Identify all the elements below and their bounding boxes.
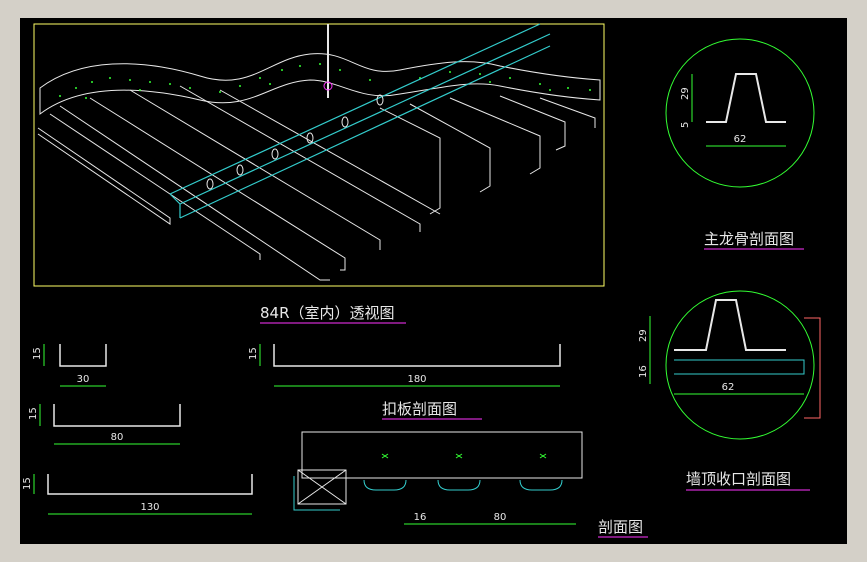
- dim-p80-h: 15: [28, 407, 39, 420]
- section-view: [293, 431, 583, 525]
- profile-180: [259, 344, 561, 387]
- dim-wall-h2: 16: [638, 365, 649, 378]
- main-keel: [169, 23, 551, 219]
- title-wall-edge: 墙顶收口剖面图: [686, 470, 791, 488]
- section-clip-panels: [363, 479, 563, 491]
- dim-p30-w: 30: [77, 374, 90, 385]
- section-hanger-box: [297, 469, 347, 505]
- insulation-layer: [39, 53, 601, 115]
- dim-p130-w: 130: [140, 502, 159, 513]
- dim-p80-w: 80: [111, 432, 124, 443]
- cad-drawing-canvas[interactable]: 84R（室内）透视图 29 5 62 主龙骨剖面图 29 16 62 墙顶收口剖…: [20, 18, 847, 544]
- profile-30: [43, 344, 107, 387]
- dim-p130-h: 15: [22, 477, 33, 490]
- profile-80: [39, 404, 181, 445]
- wall-edge-section: [649, 290, 821, 440]
- dim-sec-w: 80: [494, 512, 507, 523]
- insulation-dots: [59, 63, 591, 99]
- wall-edge-circle: [665, 290, 815, 440]
- main-keel-profile: [706, 73, 786, 123]
- dim-p180-h: 15: [248, 347, 259, 360]
- keel-slots: [206, 94, 384, 190]
- wall-keel-profile: [674, 299, 786, 351]
- dim-keel-flange: 5: [680, 122, 691, 128]
- perspective-view: [33, 23, 605, 287]
- main-keel-section: [665, 38, 815, 188]
- title-section: 剖面图: [598, 518, 643, 536]
- hanger-clip: [323, 81, 333, 91]
- wall-edge-trim: [674, 359, 805, 375]
- dim-sec-gap: 16: [414, 512, 427, 523]
- drawing-svg: 84R（室内）透视图 29 5 62 主龙骨剖面图 29 16 62 墙顶收口剖…: [22, 23, 821, 538]
- profile-130: [33, 474, 253, 515]
- dim-p180-w: 180: [407, 374, 426, 385]
- dim-keel-w: 62: [734, 134, 747, 145]
- ceiling-strips: [37, 85, 596, 281]
- section-edge-trim: [293, 476, 340, 511]
- title-perspective: 84R（室内）透视图: [260, 304, 395, 322]
- main-keel-circle: [665, 38, 815, 188]
- dim-p30-h: 15: [32, 347, 43, 360]
- perspective-border: [33, 23, 605, 287]
- section-fasteners: [381, 453, 547, 459]
- dim-wall-h1: 29: [638, 329, 649, 342]
- section-keel: [301, 431, 583, 479]
- wall-hatch: [804, 317, 821, 419]
- dim-wall-w: 62: [722, 382, 735, 393]
- title-main-keel: 主龙骨剖面图: [704, 230, 794, 248]
- dim-keel-h: 29: [680, 87, 691, 100]
- title-clip-plate: 扣板剖面图: [382, 400, 457, 418]
